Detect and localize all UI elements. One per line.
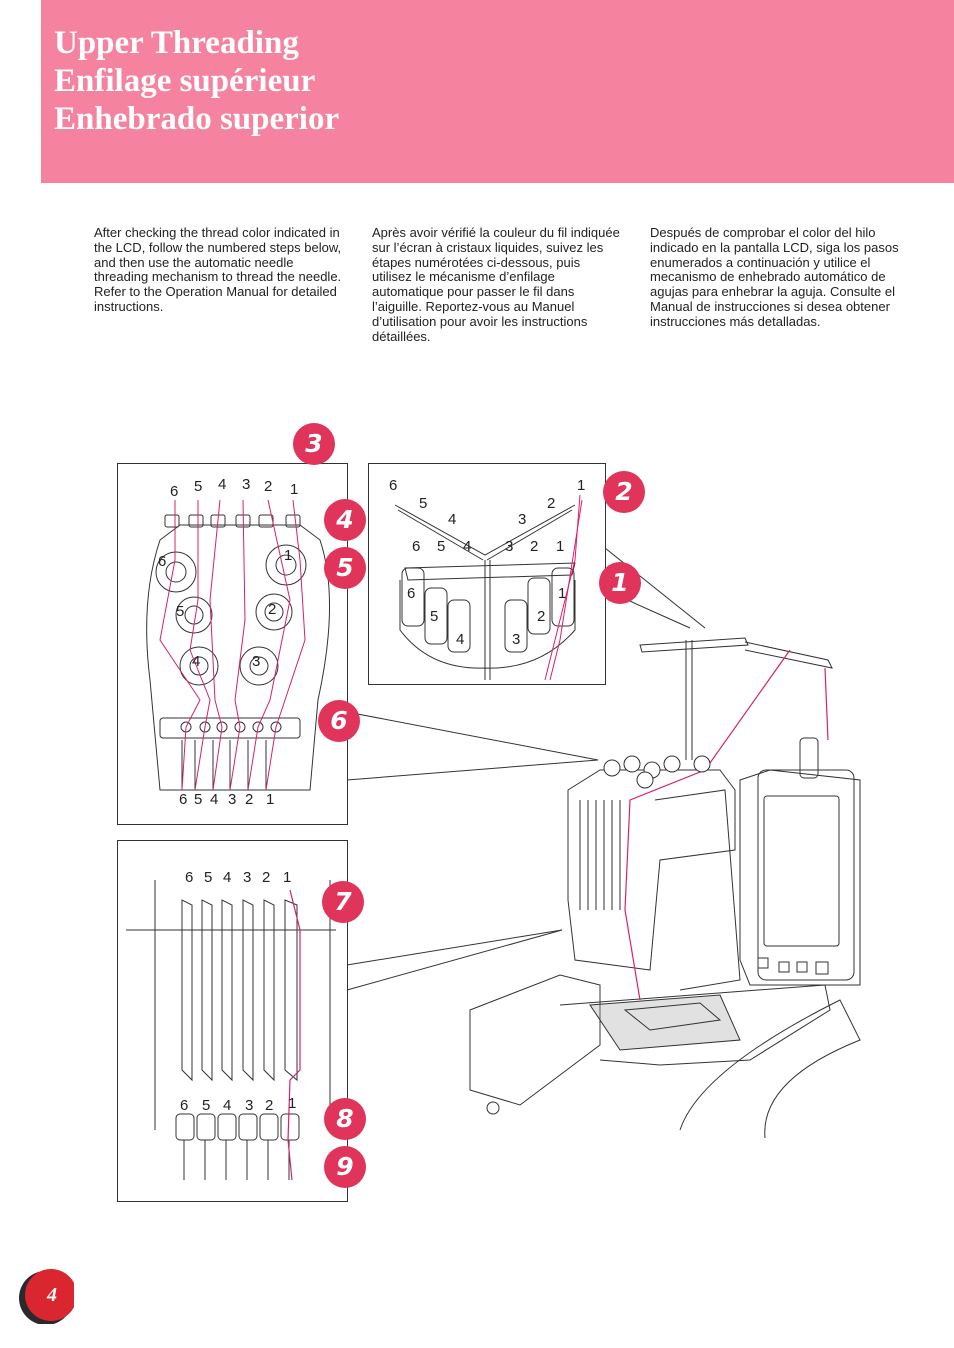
step-number-3: 3 (305, 429, 323, 458)
spool-label-4: 4 (192, 653, 201, 670)
cone-label-4: 4 (456, 631, 465, 648)
guide-top-label-2: 2 (262, 869, 271, 886)
title-english: Upper Threading (54, 25, 299, 61)
intro-spanish: Después de comprobar el color del hilo i… (650, 225, 899, 329)
stand-top-label-3: 3 (518, 511, 527, 528)
stand-top-label-5: 5 (419, 495, 428, 512)
disc-label-1: 1 (290, 481, 299, 498)
stand-mid-label-4: 4 (463, 538, 472, 555)
guide-top-label-6: 6 (185, 869, 194, 886)
guide-bottom-label-6: 6 (180, 1097, 189, 1114)
cone-label-3: 3 (512, 631, 521, 648)
guide-top-label-4: 4 (223, 869, 232, 886)
step-badge-3: 3 (292, 422, 336, 466)
stand-mid-label-6: 6 (412, 538, 421, 555)
title-spanish: Enhebrado superior (54, 101, 340, 137)
stand-top-label-1: 1 (577, 477, 586, 494)
guide-bottom-label-4: 4 (223, 1097, 232, 1114)
stand-mid-label-5: 5 (437, 538, 446, 555)
stand-mid-label-3: 3 (505, 538, 514, 555)
guide-bottom-label-5: 5 (202, 1097, 211, 1114)
bottom-label-5: 5 (194, 791, 203, 808)
step-number-2: 2 (615, 477, 633, 506)
guide-top-label-1: 1 (283, 869, 292, 886)
bottom-label-1: 1 (266, 791, 275, 808)
step-badge-1: 1 (598, 561, 642, 605)
disc-label-6: 6 (170, 483, 179, 500)
step-number-7: 7 (334, 887, 352, 916)
bottom-label-4: 4 (210, 791, 219, 808)
intro-french: Après avoir vérifié la couleur du fil in… (372, 225, 620, 344)
step-number-1: 1 (611, 568, 629, 597)
guide-top-label-3: 3 (243, 869, 252, 886)
stand-top-label-2: 2 (547, 495, 556, 512)
disc-label-5: 5 (194, 478, 203, 495)
intro-english: After checking the thread color indicate… (94, 225, 342, 314)
bottom-label-3: 3 (228, 791, 237, 808)
step-number-9: 9 (336, 1152, 354, 1181)
spool-label-2: 2 (268, 601, 277, 618)
cone-label-5: 5 (430, 608, 439, 625)
step-badge-2: 2 (602, 470, 646, 514)
disc-label-3: 3 (242, 476, 251, 493)
step-badge-9: 9 (323, 1145, 367, 1189)
step-number-8: 8 (336, 1104, 354, 1133)
spool-label-3: 3 (252, 653, 261, 670)
disc-label-4: 4 (218, 476, 227, 493)
disc-label-2: 2 (264, 478, 273, 495)
guide-bottom-label-1: 1 (288, 1095, 297, 1112)
stand-mid-label-1: 1 (556, 538, 565, 555)
header-banner (41, 0, 954, 183)
bottom-label-2: 2 (245, 791, 254, 808)
tension-discs-panel (117, 463, 348, 825)
title-french: Enfilage supérieur (54, 63, 316, 99)
page-number-badge (19, 1269, 74, 1324)
step-badge-6: 6 (317, 699, 361, 743)
guide-top-label-5: 5 (204, 869, 213, 886)
step-badge-8: 8 (323, 1097, 367, 1141)
spool-label-1: 1 (284, 547, 293, 564)
step-badge-4: 4 (323, 498, 367, 542)
cone-label-1: 1 (558, 585, 567, 602)
guide-bottom-label-3: 3 (245, 1097, 254, 1114)
cone-label-6: 6 (407, 585, 416, 602)
step-number-5: 5 (336, 553, 354, 582)
step-badge-7: 7 (321, 880, 365, 924)
step-number-6: 6 (330, 706, 348, 735)
spool-label-5: 5 (176, 603, 185, 620)
stand-top-label-6: 6 (389, 477, 398, 494)
spool-stand-panel (368, 463, 606, 685)
page-number: 4 (47, 1284, 57, 1306)
guide-bottom-label-2: 2 (265, 1097, 274, 1114)
step-badge-5: 5 (323, 546, 367, 590)
bottom-label-6: 6 (179, 791, 188, 808)
cone-label-2: 2 (537, 608, 546, 625)
stand-top-label-4: 4 (448, 511, 457, 528)
spool-label-6: 6 (158, 553, 167, 570)
stand-mid-label-2: 2 (530, 538, 539, 555)
step-number-4: 4 (336, 505, 354, 534)
